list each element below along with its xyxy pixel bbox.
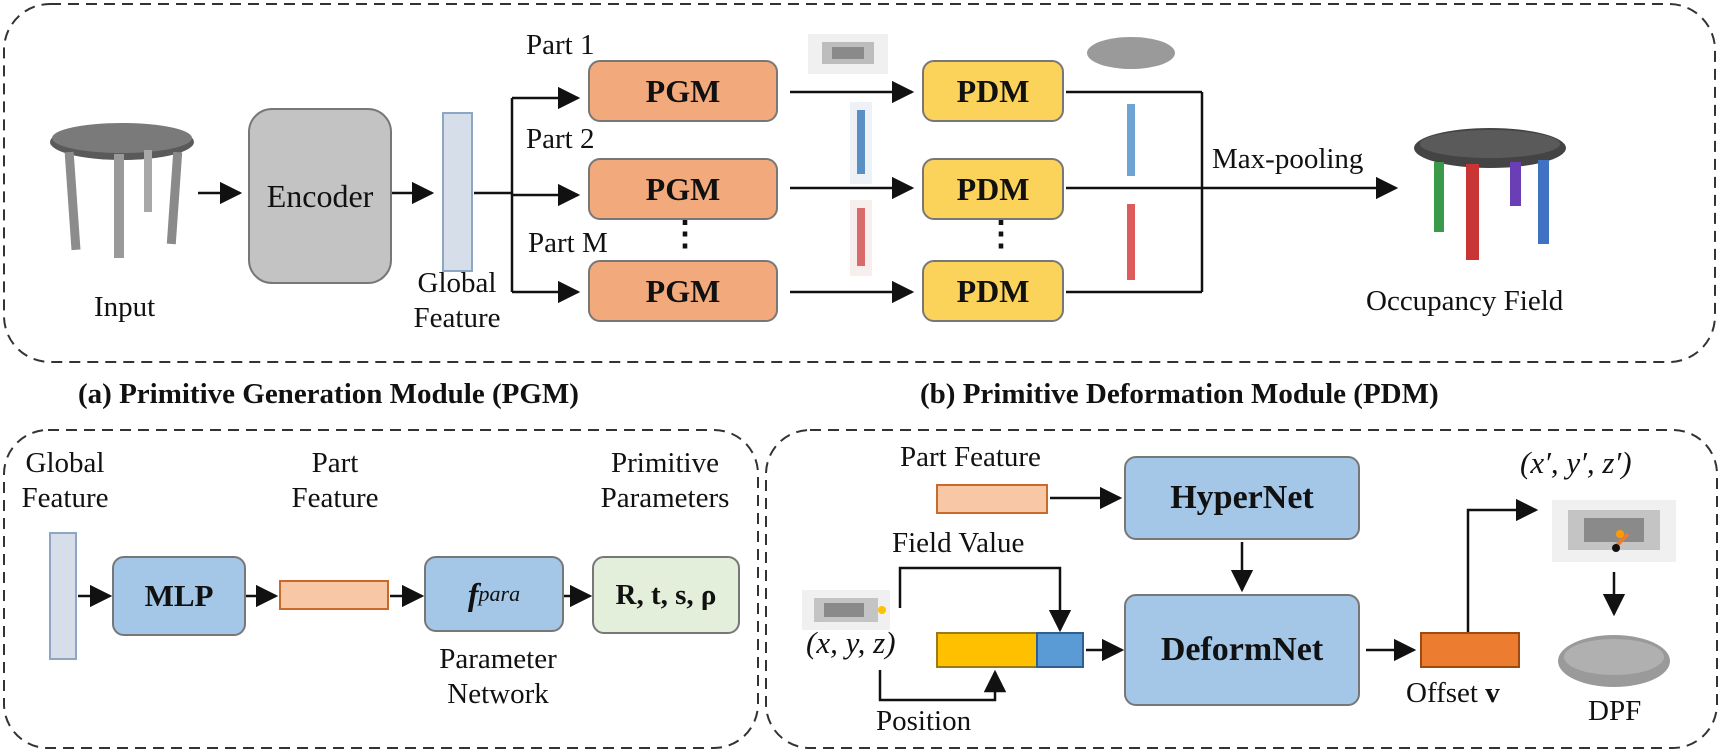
input-table-shape [50,123,194,258]
parameter-network-label: Parameter Network [439,643,557,710]
pgm-global-feature-label: Global Feature [21,447,109,514]
deformed-plate-shape [1087,37,1175,69]
part-2-label: Part 2 [526,123,595,155]
pgm-box-1: PGM [588,60,778,122]
deformed-leg-red-shape [1127,204,1135,280]
offset-bar [1420,632,1520,668]
deformnet-box: DeformNet [1124,594,1360,706]
offset-label: Offset v [1406,677,1500,709]
pgm-global-feature-bar [49,532,77,660]
maxpool-label: Max-pooling [1212,143,1364,175]
pgm-part-feature-bar [279,580,389,610]
dpf-label: DPF [1588,695,1642,727]
primitive-parameters-label: Primitive Parameters [600,447,730,514]
pgm-ellipsis: ⋮ [668,216,702,253]
deformed-leg-blue-shape [1127,104,1135,176]
hypernet-box: HyperNet [1124,456,1360,540]
pgm-panel-title: (a) Primitive Generation Module (PGM) [78,378,579,410]
deformed-point-primitive-shape [1552,500,1676,562]
field-value-bar [1036,632,1084,668]
pgm-box-m: PGM [588,260,778,322]
primitive-leg-red-shape [850,200,872,276]
primitive-params-box: R, t, s, ρ [592,556,740,634]
part-m-label: Part M [528,227,608,259]
pdm-box-m: PDM [922,260,1064,322]
input-label: Input [94,291,156,323]
primitive-plate-shape [808,34,888,74]
encoder-box: Encoder [248,108,392,284]
xyz-label: (x, y, z) [806,625,896,660]
dpf-plate-shape [1558,635,1670,687]
pdm-box-2: PDM [922,158,1064,220]
global-feature-label: Global Feature [413,267,501,334]
mlp-box: MLP [112,556,246,636]
position-encoding-bar [936,632,1038,668]
pgm-panel [3,429,759,749]
pdm-box-1: PDM [922,60,1064,122]
occupancy-field-shape [1414,128,1566,260]
occupancy-field-label: Occupancy Field [1366,285,1564,317]
primitive-leg-blue-shape [850,102,872,184]
part-1-label: Part 1 [526,29,595,61]
pgm-box-2: PGM [588,158,778,220]
pdm-ellipsis: ⋮ [984,216,1018,253]
pdm-part-feature-bar [936,484,1048,514]
field-value-label: Field Value [892,527,1025,559]
sample-point-primitive-shape [802,590,890,630]
pdm-panel-title: (b) Primitive Deformation Module (PDM) [920,378,1439,410]
xyz-prime-label: (x′, y′, z′) [1520,445,1632,480]
position-label: Position [876,705,972,737]
top-panel [3,3,1716,363]
pdm-panel [765,429,1718,749]
pgm-part-feature-label: Part Feature [291,447,379,514]
pdm-part-feature-label: Part Feature [900,441,1041,473]
global-feature-bar [442,112,473,272]
